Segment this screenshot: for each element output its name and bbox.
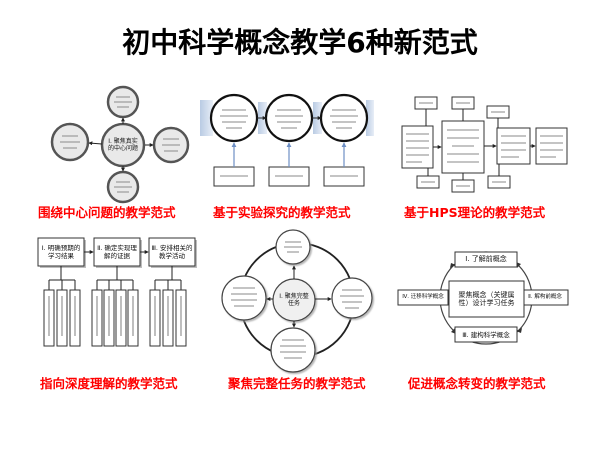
illegible-text-lines	[60, 96, 180, 193]
sub-item-boxes	[43, 289, 187, 347]
node-right-circle	[331, 277, 373, 319]
deep-understanding-step-3-label: Ⅲ. 安排相关的教学活动	[151, 244, 193, 260]
shadow-band	[200, 100, 213, 136]
deep-understanding-diagram	[37, 237, 197, 347]
concept-change-step-3-label: Ⅲ. 建构科学概念	[462, 330, 510, 339]
caption-hps: 基于HPS理论的教学范式	[404, 205, 546, 220]
concept-change-step-4-label: Ⅳ. 迁移科学概念	[402, 294, 444, 300]
connector-lines	[425, 109, 500, 180]
step-circle-2	[264, 93, 314, 143]
tree-connectors	[48, 266, 182, 290]
illegible-text-lines	[406, 102, 563, 187]
caption-deep-understanding: 指向深度理解的教学范式	[40, 376, 178, 391]
concept-change-step-1-label: Ⅰ. 了解前概念	[465, 255, 507, 264]
caption-concept-change: 促进概念转变的教学范式	[408, 376, 546, 391]
step-circle-3	[319, 93, 369, 143]
center-box	[448, 280, 525, 318]
caption-experiment-inquiry: 基于实验探究的教学范式	[213, 205, 351, 220]
step-box-4	[397, 289, 449, 306]
slide-title: 初中科学概念教学6种新范式	[122, 26, 478, 59]
step-box-1	[454, 251, 518, 268]
node-left-circle	[221, 275, 267, 321]
illegible-text-lines	[220, 109, 358, 177]
complete-task-diagram	[221, 229, 373, 373]
concept-change-step-2-label: Ⅱ. 解构前概念	[528, 294, 562, 300]
stage-box-3	[496, 127, 531, 165]
concept-change-diagram	[397, 251, 569, 345]
stage-box-4	[535, 127, 568, 165]
illegible-text-lines	[231, 241, 364, 359]
hps-diagram	[401, 96, 568, 193]
node-bottom-circle	[270, 327, 316, 373]
step-circle-1	[209, 93, 259, 143]
shadow-band	[366, 100, 374, 136]
step-box-3	[148, 237, 196, 267]
experiment-inquiry-diagram	[200, 93, 374, 187]
illegible-text-lines	[48, 296, 182, 336]
step-box-1	[37, 237, 85, 267]
arrow-to-left	[88, 141, 103, 146]
central-question-center-label: Ⅰ. 聚焦真实的中心问题	[107, 137, 138, 153]
complete-task-center-label: Ⅰ. 聚焦完整任务	[279, 292, 309, 308]
caption-central-question: 围绕中心问题的教学范式	[38, 205, 176, 220]
central-question-diagram	[50, 85, 190, 204]
deep-understanding-step-2-label: Ⅱ. 确定实现理解的证据	[97, 244, 137, 260]
concept-change-center-label: 聚焦概念（关键属性）设计学习任务	[458, 290, 515, 308]
step-box-3	[454, 326, 518, 343]
stage-box-center	[441, 120, 485, 174]
caption-complete-task: 聚焦完整任务的教学范式	[228, 376, 366, 391]
deep-understanding-step-1-label: Ⅰ. 明确预期的学习结果	[41, 244, 81, 260]
